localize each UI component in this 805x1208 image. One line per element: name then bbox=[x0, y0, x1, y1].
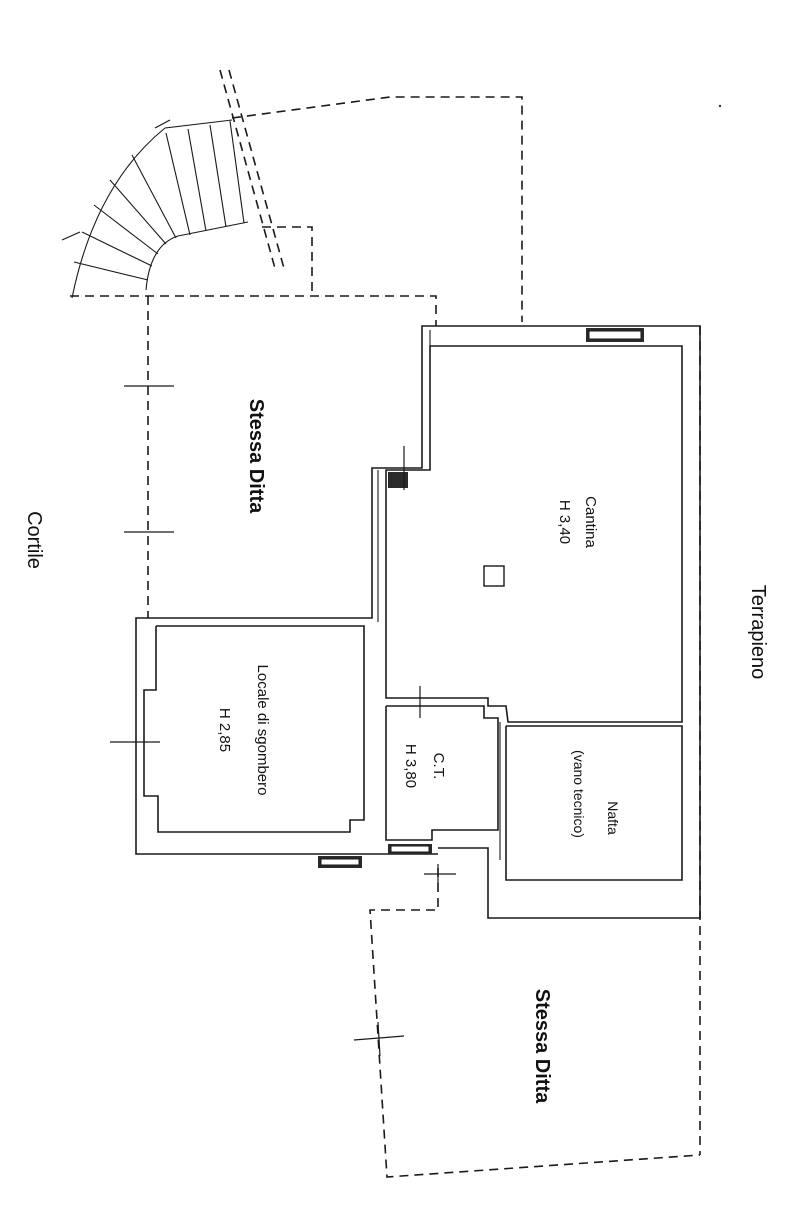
walls bbox=[135, 325, 701, 919]
stair-step bbox=[165, 132, 191, 236]
stair-step bbox=[131, 154, 177, 239]
stair-step bbox=[109, 179, 167, 245]
label-terrapieno: Terrapieno bbox=[747, 585, 769, 680]
wall-outer-left bbox=[135, 325, 522, 855]
boundary-bottom bbox=[369, 868, 701, 1178]
stair-step bbox=[229, 120, 245, 224]
stair-step bbox=[93, 204, 159, 255]
wall-outer-right bbox=[522, 325, 701, 918]
spiral-staircase bbox=[61, 69, 286, 299]
adjacent-boundaries bbox=[70, 96, 701, 1178]
label-locale-name: Locale di sgombero bbox=[254, 665, 271, 796]
label-nafta-name: Nafta bbox=[605, 801, 621, 835]
wall-nafta bbox=[505, 725, 683, 881]
door-ct-glass bbox=[390, 845, 430, 853]
label-ct-name: C.T. bbox=[430, 753, 447, 780]
tick bbox=[377, 1021, 381, 1057]
door-cantina bbox=[388, 472, 408, 488]
speck bbox=[718, 104, 722, 108]
window-locale-glass bbox=[320, 858, 360, 866]
label-ct-height: H 3,80 bbox=[402, 744, 419, 788]
window-cantina-glass bbox=[588, 330, 642, 340]
label-stessa-ditta-bottom: Stessa Ditta bbox=[531, 989, 553, 1104]
stair-railing bbox=[219, 69, 277, 273]
label-locale-height: H 2,85 bbox=[216, 708, 233, 752]
wall-cantina bbox=[385, 345, 683, 723]
label-cantina-name: Cantina bbox=[582, 496, 599, 548]
wall-ct bbox=[385, 705, 499, 841]
stair-step bbox=[81, 231, 153, 267]
stair-inner-edge bbox=[145, 221, 249, 291]
label-nafta-note: (vano tecnico) bbox=[571, 750, 587, 838]
label-cantina-height: H 3,40 bbox=[556, 500, 573, 544]
boundary-stair-landing bbox=[262, 226, 313, 295]
wall-locale bbox=[143, 625, 365, 833]
stair-mark bbox=[61, 231, 81, 241]
stair-step bbox=[187, 128, 207, 232]
boundary-top-edge bbox=[70, 295, 437, 326]
boundary-top-outer bbox=[231, 96, 523, 322]
label-cortile: Cortile bbox=[23, 511, 45, 569]
wall-outer-bottom-right bbox=[438, 847, 700, 919]
stair-step bbox=[209, 124, 227, 228]
stair-outer-edge bbox=[71, 119, 233, 299]
column-square bbox=[483, 565, 505, 587]
stair-railing bbox=[228, 69, 286, 273]
dimension-ticks bbox=[110, 385, 456, 1057]
stair-mark bbox=[154, 119, 171, 129]
stair-step bbox=[73, 261, 149, 281]
label-stessa-ditta-top: Stessa Ditta bbox=[245, 399, 267, 514]
